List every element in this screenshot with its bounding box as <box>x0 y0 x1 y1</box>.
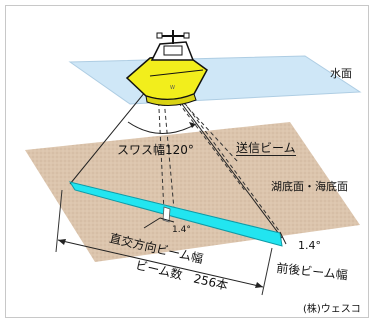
single-beam-cell <box>162 206 171 223</box>
cross-width-leader <box>143 217 161 229</box>
svg-text:W: W <box>170 85 175 91</box>
transmit-beam-label: 送信ビーム <box>236 141 296 156</box>
beam-footprint-strip <box>68 181 283 247</box>
along-angle-label: 1.4° <box>298 239 321 252</box>
swath-arc-arrowhead <box>189 122 196 128</box>
credit-label: (株)ウェスコ <box>303 304 361 315</box>
water-surface-plane <box>68 55 362 105</box>
survey-boat: W <box>125 30 208 106</box>
cross-angle-label: 1.4° <box>172 225 191 235</box>
water-surface-label: 水面 <box>330 67 352 80</box>
dim-arrow-left <box>58 239 66 245</box>
swath-width-label: スワス幅120° <box>117 143 194 157</box>
dim-ext-left <box>55 189 63 253</box>
dim-ext-right <box>261 247 273 296</box>
cross-width-dim <box>159 217 175 223</box>
bottom-label: 湖底面・海底面 <box>271 180 348 193</box>
beam-count-dim-line <box>57 239 264 288</box>
swath-angle-arc <box>127 121 197 134</box>
frame-border <box>5 5 369 318</box>
dim-arrow-right <box>255 282 263 288</box>
swath-fan-lines <box>69 85 283 239</box>
along-angle-tick <box>279 231 287 245</box>
